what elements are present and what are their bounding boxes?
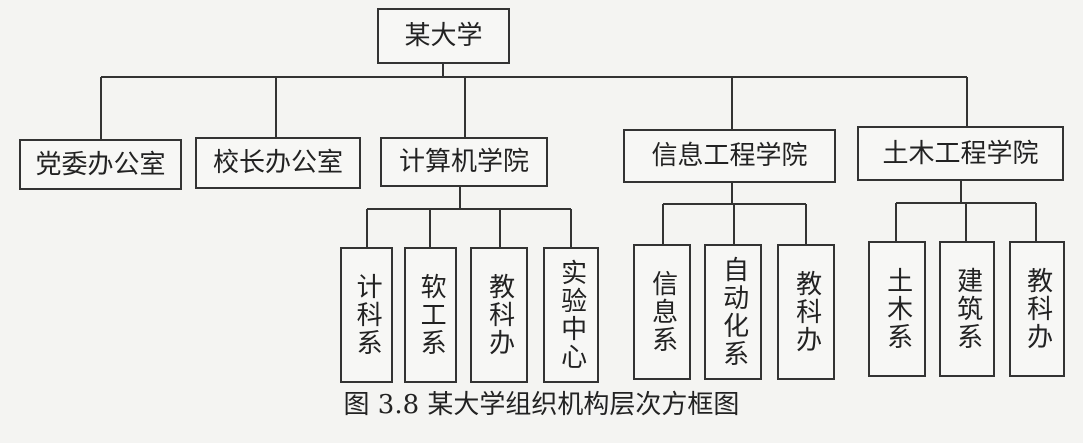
department-box-civil-college: 土木工程学院 <box>857 126 1064 181</box>
sub-department-label-civil-3: 教科办 <box>1022 267 1053 351</box>
sub-department-label-info-3: 教科办 <box>791 270 822 354</box>
sub-department-label-computer-4: 实验中心 <box>556 259 587 371</box>
root-node-label: 某大学 <box>404 21 483 51</box>
sub-department-box-computer-1: 计科系 <box>340 247 393 383</box>
sub-department-label-computer-3: 教科办 <box>484 273 515 357</box>
department-label-party-office: 党委办公室 <box>35 149 166 180</box>
sub-department-label-info-1: 信息系 <box>647 270 678 354</box>
sub-department-box-civil-2: 建筑系 <box>939 241 995 377</box>
sub-department-label-civil-1: 土木系 <box>882 267 913 351</box>
department-label-president-office: 校长办公室 <box>212 148 343 178</box>
root-node-box: 某大学 <box>377 8 510 64</box>
sub-department-box-computer-4: 实验中心 <box>543 247 599 383</box>
department-label-computer-college: 计算机学院 <box>398 147 529 177</box>
department-box-computer-college: 计算机学院 <box>380 137 548 187</box>
department-label-info-college: 信息工程学院 <box>651 141 808 171</box>
sub-department-box-computer-2: 软工系 <box>404 247 457 383</box>
department-box-party-office: 党委办公室 <box>19 139 182 190</box>
sub-department-box-civil-3: 教科办 <box>1009 241 1065 377</box>
sub-department-box-civil-1: 土木系 <box>868 241 926 377</box>
sub-department-label-computer-1: 计科系 <box>352 273 383 357</box>
sub-department-box-computer-3: 教科办 <box>470 247 528 383</box>
sub-department-box-info-3: 教科办 <box>777 244 835 380</box>
department-label-civil-college: 土木工程学院 <box>882 138 1039 169</box>
sub-department-box-info-1: 信息系 <box>633 244 691 380</box>
sub-department-box-info-2: 自动化系 <box>704 244 762 380</box>
sub-department-label-computer-2: 软工系 <box>416 273 447 357</box>
sub-department-label-civil-2: 建筑系 <box>952 267 983 351</box>
department-box-info-college: 信息工程学院 <box>623 129 836 183</box>
department-box-president-office: 校长办公室 <box>195 137 361 189</box>
figure-caption: 图 3.8 某大学组织机构层次方框图 <box>343 390 740 420</box>
sub-department-label-info-2: 自动化系 <box>718 256 749 368</box>
